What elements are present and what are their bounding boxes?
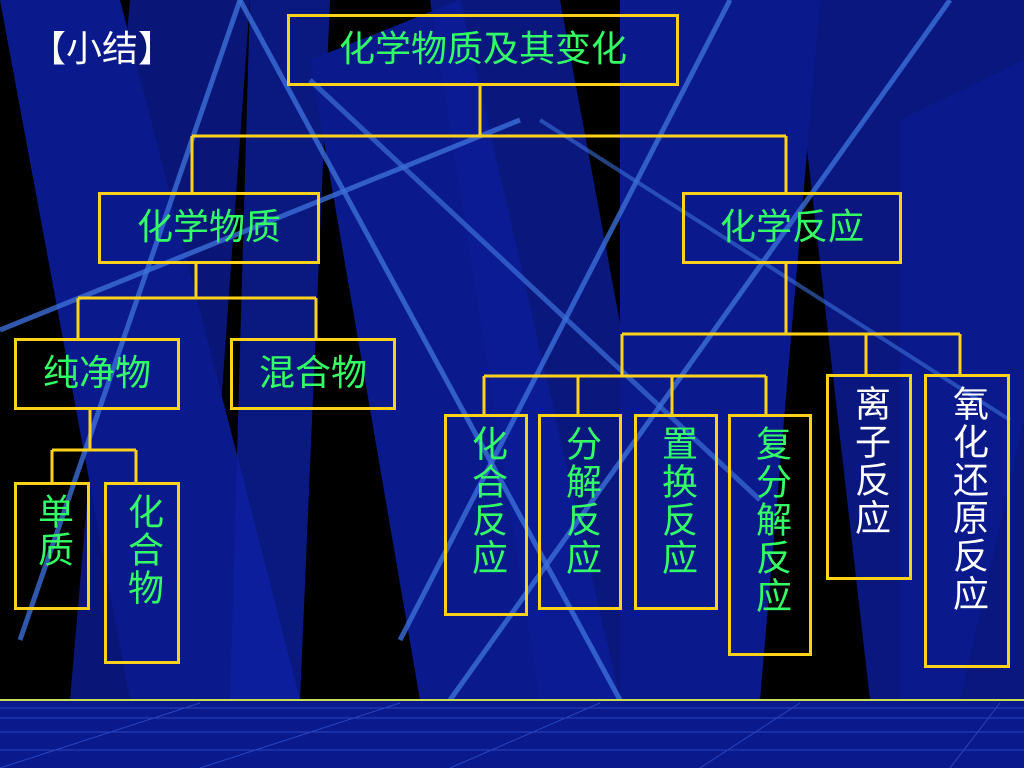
- node-compound-label: 化合物: [122, 493, 163, 607]
- node-decomposition-reaction-label: 分解反应: [560, 425, 601, 577]
- node-pure-label: 纯净物: [42, 353, 151, 394]
- node-reaction-label: 化学反应: [719, 207, 864, 248]
- node-pure: 纯净物: [14, 338, 180, 410]
- node-ionic-reaction: 离子反应: [826, 374, 912, 580]
- node-compound: 化合物: [104, 482, 180, 664]
- node-decomposition-reaction: 分解反应: [538, 414, 622, 610]
- node-redox-reaction: 氧化还原反应: [924, 374, 1010, 668]
- node-root-label: 化学物质及其变化: [338, 29, 627, 70]
- node-ionic-reaction-label: 离子反应: [849, 385, 890, 537]
- node-element-label: 单质: [32, 493, 73, 569]
- node-combination-reaction: 化合反应: [444, 414, 528, 616]
- node-double-decomposition-reaction: 复分解反应: [728, 414, 812, 656]
- node-root: 化学物质及其变化: [287, 14, 679, 86]
- node-element: 单质: [14, 482, 90, 610]
- node-mixture-label: 混合物: [258, 353, 367, 394]
- node-combination-reaction-label: 化合反应: [466, 425, 507, 577]
- node-substance: 化学物质: [98, 192, 320, 264]
- node-displacement-reaction: 置换反应: [634, 414, 718, 610]
- node-mixture: 混合物: [230, 338, 396, 410]
- summary-title: 【小结】: [30, 29, 175, 70]
- node-redox-reaction-label: 氧化还原反应: [947, 385, 988, 613]
- node-displacement-reaction-label: 置换反应: [656, 425, 697, 577]
- node-substance-label: 化学物质: [136, 207, 281, 248]
- node-double-decomposition-reaction-label: 复分解反应: [750, 425, 791, 615]
- node-reaction: 化学反应: [682, 192, 902, 264]
